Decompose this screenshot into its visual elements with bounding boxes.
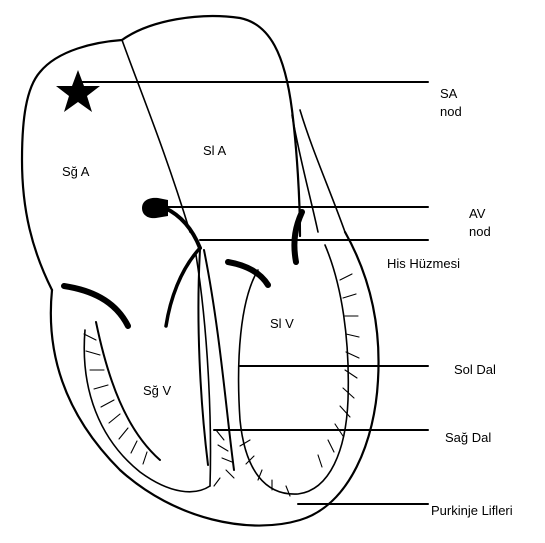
- av-node-label-line2: nod: [469, 224, 491, 240]
- av-node-label-line1: AV: [469, 206, 485, 222]
- purkinje-fibers: [84, 274, 359, 496]
- sa-node-star: [56, 70, 100, 112]
- heart-outer-wall: [51, 232, 379, 526]
- left-atrium-label: Sl A: [203, 143, 226, 159]
- aortic-valve: [294, 212, 302, 262]
- left-ventricle-label: Sl V: [270, 316, 294, 332]
- his-bundle-label: His Hüzmesi: [387, 256, 460, 272]
- right-branch-label: Sağ Dal: [445, 430, 491, 446]
- tricuspid-valve: [64, 286, 128, 326]
- left-branch-down: [204, 250, 234, 470]
- left-branch-label: Sol Dal: [454, 362, 496, 378]
- purkinje-label: Purkinje Lifleri: [431, 503, 513, 519]
- right-ventricle-label: Sğ V: [143, 383, 171, 399]
- right-bundle-branch: [166, 248, 200, 326]
- sa-node-label-line2: nod: [440, 104, 462, 120]
- mitral-valve: [228, 262, 268, 285]
- aortic-root-inner: [292, 115, 318, 232]
- his-bundle-path: [165, 208, 200, 248]
- aortic-root: [300, 110, 345, 232]
- leader-lines: [80, 82, 428, 504]
- right-atrium-label: Sğ A: [62, 164, 89, 180]
- left-ventricle-cavity: [239, 245, 349, 494]
- sa-node-label-line1: SA: [440, 86, 457, 102]
